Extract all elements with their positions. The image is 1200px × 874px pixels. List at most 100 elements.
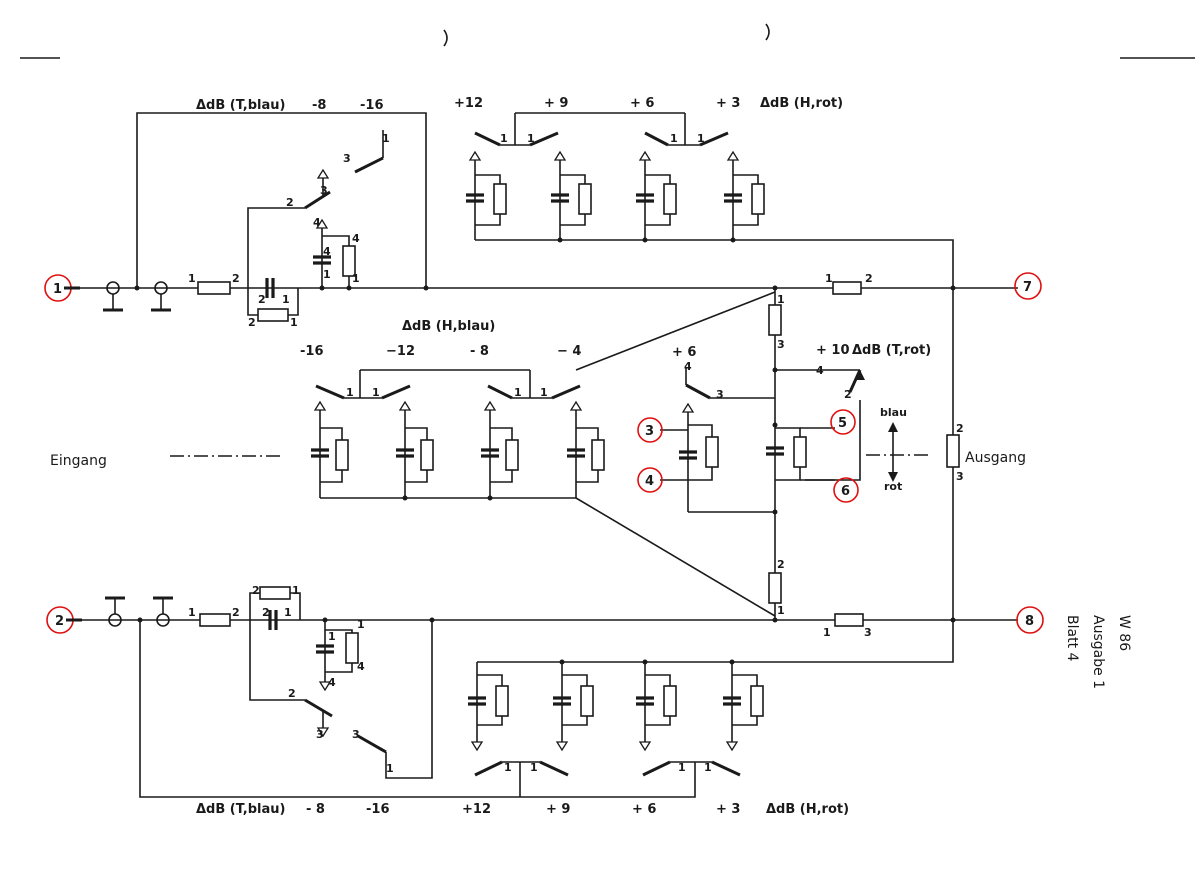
svg-text:2: 2 bbox=[865, 272, 873, 285]
middle-network bbox=[170, 288, 960, 620]
bottom-m16-label: -16 bbox=[366, 802, 390, 817]
svg-text:1: 1 bbox=[328, 630, 336, 643]
svg-text:1: 1 bbox=[697, 132, 705, 145]
svg-text:1: 1 bbox=[777, 293, 785, 306]
svg-text:3: 3 bbox=[716, 388, 724, 401]
bottom-right-label: ΔdB (H,rot) bbox=[766, 802, 849, 817]
terminal-6: 6 bbox=[833, 477, 859, 503]
top-left-label: ΔdB (T,blau) bbox=[196, 98, 285, 113]
svg-text:3: 3 bbox=[320, 184, 328, 197]
svg-text:4: 4 bbox=[357, 660, 365, 673]
svg-text:1: 1 bbox=[372, 386, 380, 399]
terminal-7: 7 bbox=[1014, 272, 1042, 300]
svg-text:2: 2 bbox=[956, 422, 964, 435]
svg-text:1: 1 bbox=[188, 606, 196, 619]
sheet-info-line2: Ausgabe 1 bbox=[1090, 615, 1106, 689]
svg-text:4: 4 bbox=[313, 216, 321, 229]
svg-text:4: 4 bbox=[816, 364, 824, 377]
svg-text:1: 1 bbox=[386, 762, 394, 775]
svg-text:1: 1 bbox=[825, 272, 833, 285]
svg-text:5: 5 bbox=[838, 416, 847, 431]
labels: ΔdB (T,blau) -8 -16 +12 + 9 + 6 + 3 ΔdB … bbox=[50, 96, 1026, 817]
svg-text:1: 1 bbox=[504, 761, 512, 774]
rc-bank-middle bbox=[311, 400, 605, 501]
svg-text:2: 2 bbox=[232, 606, 240, 619]
top-p6-label: + 6 bbox=[630, 96, 654, 111]
svg-text:1: 1 bbox=[670, 132, 678, 145]
svg-text:2: 2 bbox=[232, 272, 240, 285]
rc-bank-bottom bbox=[468, 620, 954, 752]
svg-text:3: 3 bbox=[343, 152, 351, 165]
svg-text:1: 1 bbox=[777, 604, 785, 617]
svg-text:1: 1 bbox=[500, 132, 508, 145]
svg-text:1: 1 bbox=[382, 132, 390, 145]
bottom-left-label: ΔdB (T,blau) bbox=[196, 802, 285, 817]
top-p12-label: +12 bbox=[454, 96, 483, 111]
bottom-m8-label: - 8 bbox=[306, 802, 325, 817]
terminal-5: 5 bbox=[830, 409, 856, 435]
top-m8-label: -8 bbox=[312, 98, 326, 113]
mid-title-label: ΔdB (H,blau) bbox=[402, 319, 495, 334]
mid-m8-label: - 8 bbox=[470, 344, 489, 359]
svg-text:1: 1 bbox=[823, 626, 831, 639]
bottom-p6-label: + 6 bbox=[632, 802, 656, 817]
svg-text:4: 4 bbox=[323, 245, 331, 258]
terminal-8: 8 bbox=[1016, 606, 1044, 634]
svg-text:3: 3 bbox=[956, 470, 964, 483]
svg-text:2: 2 bbox=[258, 293, 266, 306]
bottom-p3-label: + 3 bbox=[716, 802, 740, 817]
top-p3-label: + 3 bbox=[716, 96, 740, 111]
sheet-info-line1: W 86 bbox=[1116, 615, 1132, 651]
terminals: 1 2 3 4 5 6 7 8 bbox=[44, 272, 1044, 634]
ausgang-label: Ausgang bbox=[965, 450, 1026, 466]
svg-text:1: 1 bbox=[284, 606, 292, 619]
svg-text:1: 1 bbox=[704, 761, 712, 774]
terminal-3: 3 bbox=[637, 417, 663, 443]
svg-text:3: 3 bbox=[864, 626, 872, 639]
eingang-label: Eingang bbox=[50, 453, 107, 469]
svg-text:1: 1 bbox=[357, 618, 365, 631]
top-p9-label: + 9 bbox=[544, 96, 568, 111]
svg-text:4: 4 bbox=[684, 360, 692, 373]
svg-text:2: 2 bbox=[286, 196, 294, 209]
svg-text:2: 2 bbox=[248, 316, 256, 329]
svg-text:1: 1 bbox=[290, 316, 298, 329]
svg-text:4: 4 bbox=[352, 232, 360, 245]
svg-text:2: 2 bbox=[288, 687, 296, 700]
bottom-p12-label: +12 bbox=[462, 802, 491, 817]
svg-text:1: 1 bbox=[352, 272, 360, 285]
bottom-p9-label: + 9 bbox=[546, 802, 570, 817]
right-title-label: ΔdB (T,rot) bbox=[852, 343, 931, 358]
svg-text:1: 1 bbox=[346, 386, 354, 399]
svg-text:3: 3 bbox=[645, 424, 654, 439]
top-right-label: ΔdB (H,rot) bbox=[760, 96, 843, 111]
svg-text:2: 2 bbox=[55, 614, 64, 629]
svg-text:8: 8 bbox=[1025, 614, 1034, 629]
svg-text:1: 1 bbox=[514, 386, 522, 399]
mid-m16-label: -16 bbox=[300, 344, 324, 359]
svg-text:4: 4 bbox=[328, 676, 336, 689]
svg-text:3: 3 bbox=[316, 728, 324, 741]
right-p10-label: + 10 bbox=[816, 343, 850, 358]
top-channel bbox=[70, 112, 1018, 322]
svg-text:1: 1 bbox=[540, 386, 548, 399]
sheet-info: W 86 Ausgabe 1 Blatt 4 bbox=[1064, 615, 1132, 689]
top-m16-label: -16 bbox=[360, 98, 384, 113]
rc-bank-top bbox=[466, 150, 954, 288]
svg-text:3: 3 bbox=[352, 728, 360, 741]
svg-text:6: 6 bbox=[841, 484, 850, 499]
svg-text:3: 3 bbox=[777, 338, 785, 351]
pin-numbers: 1 2 2 1 2 1 2 3 1 3 4 4 1 4 1 1 2 1 3 2 1 1 3 2 3 1 2… bbox=[188, 132, 964, 775]
svg-text:2: 2 bbox=[252, 584, 260, 597]
svg-text:1: 1 bbox=[323, 268, 331, 281]
svg-text:1: 1 bbox=[292, 584, 300, 597]
terminal-4: 4 bbox=[637, 467, 663, 493]
blau-label: blau bbox=[880, 406, 907, 419]
mid-m12-label: −12 bbox=[386, 344, 415, 359]
scan-marks bbox=[20, 23, 1195, 59]
bottom-channel bbox=[70, 586, 1018, 798]
svg-text:1: 1 bbox=[527, 132, 535, 145]
svg-text:1: 1 bbox=[530, 761, 538, 774]
rot-label: rot bbox=[884, 480, 902, 493]
